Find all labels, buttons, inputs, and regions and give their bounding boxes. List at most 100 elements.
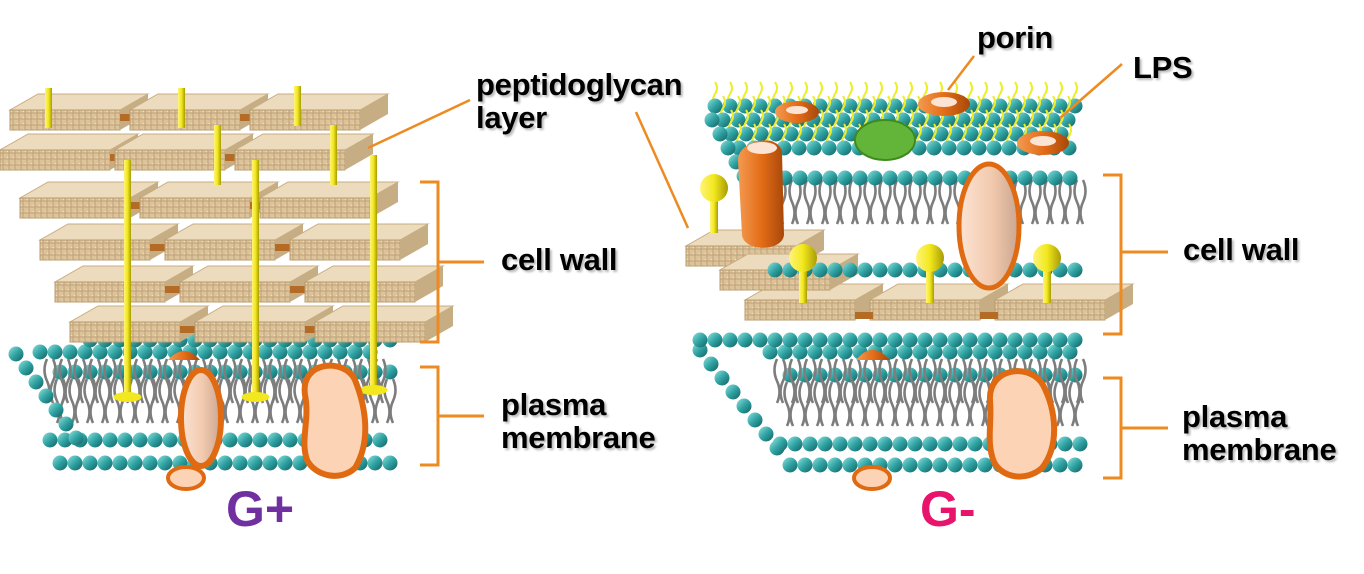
phospholipid-head bbox=[277, 455, 293, 471]
phospholipid-head bbox=[1072, 436, 1088, 452]
gn-plasma-label-line1: plasma bbox=[1182, 399, 1288, 434]
phospholipid-head bbox=[737, 332, 753, 348]
phospholipid-head bbox=[872, 262, 888, 278]
peptidoglycan-label-line1: peptidoglycan bbox=[476, 67, 683, 102]
phospholipid-head bbox=[917, 457, 933, 473]
peptidoglycan-tile bbox=[129, 93, 269, 131]
phospholipid-head bbox=[792, 170, 808, 186]
gn-cell-wall-bracket bbox=[1103, 173, 1168, 336]
lipid-tails bbox=[1058, 178, 1072, 226]
phospholipid-head bbox=[232, 455, 248, 471]
gp-cell-wall-label: cell wall bbox=[501, 242, 618, 277]
phospholipid-head bbox=[692, 332, 708, 348]
phospholipid-head bbox=[767, 332, 783, 348]
phospholipid-head bbox=[1017, 170, 1033, 186]
phospholipid-head bbox=[952, 436, 968, 452]
phospholipid-head bbox=[907, 436, 923, 452]
gp-plasma-membrane-label: plasma membrane bbox=[501, 387, 656, 454]
phospholipid-head bbox=[932, 332, 948, 348]
peptidoglycan-tile bbox=[994, 283, 1134, 321]
phospholipid-head bbox=[32, 344, 48, 360]
peptidoglycan-label-line2: layer bbox=[476, 100, 547, 135]
phospholipid-head bbox=[68, 430, 84, 446]
lps-head bbox=[836, 140, 852, 156]
phospholipid-head bbox=[142, 455, 158, 471]
porin-label: porin bbox=[977, 20, 1053, 55]
lipid-tails bbox=[833, 178, 847, 226]
lipoteichoic-acid-rod bbox=[370, 340, 377, 390]
gn-lipoproteins bbox=[700, 174, 1061, 303]
phospholipid-head bbox=[267, 432, 283, 448]
phospholipid-head bbox=[877, 436, 893, 452]
phospholipid-head bbox=[1057, 436, 1073, 452]
lps-head bbox=[941, 140, 957, 156]
lps-head bbox=[1001, 140, 1017, 156]
phospholipid-head bbox=[827, 332, 843, 348]
lipoteichoic-anchor bbox=[241, 392, 270, 402]
teichoic-acid-rod bbox=[45, 88, 52, 128]
phospholipid-head bbox=[917, 332, 933, 348]
phospholipid-head bbox=[1067, 262, 1083, 278]
teichoic-acid-rod bbox=[294, 86, 301, 126]
phospholipid-head bbox=[112, 455, 128, 471]
porin-leader-line bbox=[947, 55, 975, 91]
peptide-crosslink bbox=[305, 326, 320, 333]
phospholipid-head bbox=[922, 436, 938, 452]
peptidoglycan-tile bbox=[39, 223, 179, 261]
lipid-tails bbox=[878, 178, 892, 226]
gram-positive-structure bbox=[0, 86, 454, 491]
phospholipid-head bbox=[67, 455, 83, 471]
phospholipid-head bbox=[252, 432, 268, 448]
teichoic-acid-rod bbox=[124, 160, 131, 390]
phospholipid-head bbox=[842, 457, 858, 473]
gp-peptidoglycan-stack bbox=[0, 86, 454, 402]
peptide-crosslink bbox=[150, 244, 165, 251]
peptidoglycan-tile bbox=[314, 305, 454, 343]
phospholipid-head bbox=[812, 332, 828, 348]
phospholipid-head bbox=[720, 140, 736, 156]
phospholipid-head bbox=[262, 455, 278, 471]
phospholipid-head bbox=[282, 432, 298, 448]
phospholipid-head bbox=[927, 170, 943, 186]
phospholipid-head bbox=[817, 436, 833, 452]
phospholipid-head bbox=[847, 436, 863, 452]
phospholipid-head bbox=[912, 170, 928, 186]
phospholipid-head bbox=[52, 455, 68, 471]
gn-green-protein bbox=[854, 119, 916, 161]
lipoprotein-stalk bbox=[799, 258, 807, 303]
gn-membrane-protein-large bbox=[986, 368, 1058, 480]
lps-label: LPS bbox=[1133, 50, 1193, 85]
phospholipid-head bbox=[872, 332, 888, 348]
gn-porin-left bbox=[775, 101, 819, 123]
teichoic-acid-rod bbox=[252, 160, 259, 390]
peptidoglycan-tile bbox=[249, 93, 389, 131]
lps-head bbox=[986, 140, 1002, 156]
phospholipid-head bbox=[722, 332, 738, 348]
lps-head bbox=[956, 140, 972, 156]
lipoteichoic-anchor bbox=[113, 392, 142, 402]
phospholipid-head bbox=[942, 170, 958, 186]
phospholipid-head bbox=[102, 432, 118, 448]
phospholipid-head bbox=[47, 344, 63, 360]
peptide-crosslink bbox=[290, 286, 305, 293]
lipid-tails bbox=[923, 178, 937, 226]
peptidoglycan-tile bbox=[19, 181, 159, 219]
gp-plasma-label-line1: plasma bbox=[501, 387, 607, 422]
lipid-tails bbox=[938, 178, 952, 226]
phospholipid-head bbox=[857, 262, 873, 278]
phospholipid-head bbox=[247, 455, 263, 471]
phospholipid-head bbox=[82, 455, 98, 471]
phospholipid-head bbox=[703, 356, 719, 372]
lipid-tails bbox=[863, 178, 877, 226]
gn-porin-side-large bbox=[738, 140, 784, 248]
teichoic-acid-rod bbox=[370, 155, 377, 380]
phospholipid-head bbox=[382, 455, 398, 471]
phospholipid-head bbox=[802, 436, 818, 452]
phospholipid-head bbox=[837, 170, 853, 186]
phospholipid-head bbox=[62, 344, 78, 360]
lipid-tails bbox=[1073, 357, 1087, 405]
phospholipid-head bbox=[867, 170, 883, 186]
peptide-crosslink bbox=[240, 114, 255, 121]
phospholipid-head bbox=[157, 455, 173, 471]
